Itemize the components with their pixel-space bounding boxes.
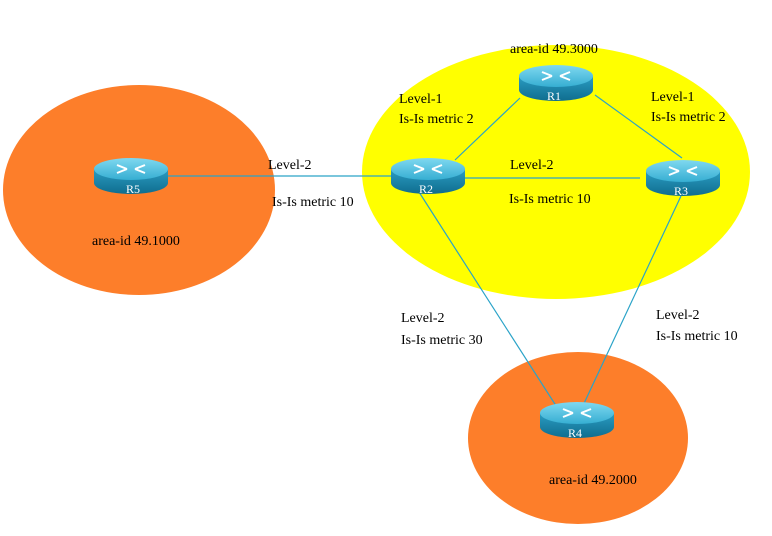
link-label-r1-r3-metric: Is-Is metric 2	[651, 110, 726, 125]
router-r4[interactable]: R4	[540, 402, 614, 440]
router-icon	[646, 160, 720, 196]
router-icon	[391, 158, 465, 194]
link-label-r2-r1-metric: Is-Is metric 2	[399, 112, 474, 127]
link-r1-r3	[594, 94, 683, 159]
link-r2-r1	[454, 97, 521, 161]
links	[165, 94, 683, 413]
router-label: R2	[419, 182, 433, 196]
router-r3[interactable]: R3	[646, 160, 720, 198]
link-label-r2-r3-level: Level-2	[510, 158, 554, 173]
link-label-r3-r4-metric: Is-Is metric 10	[656, 329, 738, 344]
router-r2[interactable]: R2	[391, 158, 465, 196]
router-label: R5	[126, 182, 140, 196]
link-r2-r4	[418, 191, 561, 413]
router-icon	[540, 402, 614, 438]
link-label-r2-r1-level: Level-1	[399, 92, 443, 107]
router-label: R1	[547, 89, 561, 103]
link-label-r2-r3-metric: Is-Is metric 10	[509, 192, 591, 207]
area-label-49-2000: area-id 49.2000	[549, 473, 637, 488]
router-r1[interactable]: R1	[519, 65, 593, 103]
area-49-2000-ellipse	[468, 352, 688, 524]
link-r3-r4	[579, 195, 682, 413]
link-label-r5-r2-metric: Is-Is metric 10	[272, 195, 354, 210]
area-49-3000-ellipse	[362, 45, 750, 299]
link-label-r1-r3-level: Level-1	[651, 90, 695, 105]
link-label-r3-r4-level: Level-2	[656, 308, 700, 323]
link-label-r2-r4-level: Level-2	[401, 311, 445, 326]
router-label: R3	[674, 184, 688, 198]
area-label-49-3000: area-id 49.3000	[510, 42, 598, 57]
area-label-49-1000: area-id 49.1000	[92, 234, 180, 249]
router-icon	[94, 158, 168, 194]
link-label-r5-r2-level: Level-2	[268, 158, 312, 173]
router-icon	[519, 65, 593, 101]
link-label-r2-r4-metric: Is-Is metric 30	[401, 333, 483, 348]
router-label: R4	[568, 426, 582, 440]
router-r5[interactable]: R5	[94, 158, 168, 196]
